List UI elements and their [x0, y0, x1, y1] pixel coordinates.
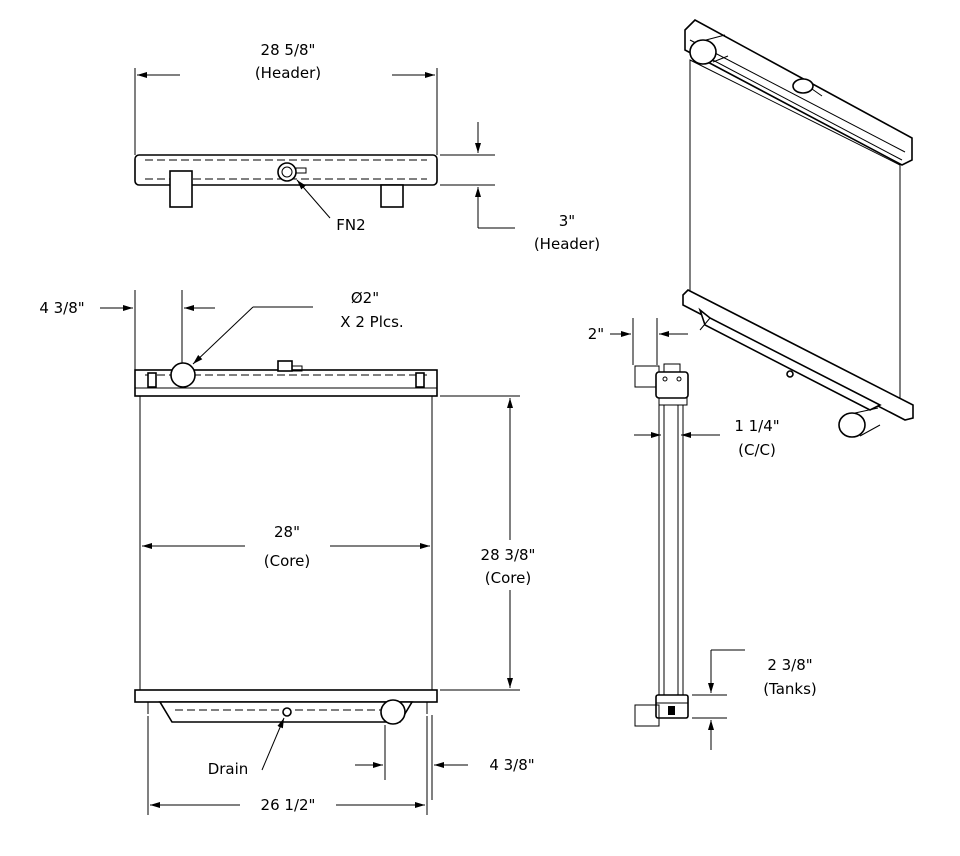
drain-label: Drain: [208, 760, 249, 778]
core-side: [658, 404, 684, 696]
outlet-stub: [634, 704, 660, 727]
core-depth-note: (C/C): [738, 441, 776, 459]
top-tank-side: [655, 371, 689, 399]
inlet-diameter-label: Ø2": [351, 289, 379, 307]
inlet-pipe: [169, 170, 193, 208]
iso-bottom-channel: [698, 307, 882, 411]
iso-fill-neck: [792, 78, 814, 94]
outlet-circle: [380, 699, 406, 725]
inlet-depth-label: 2": [588, 325, 604, 343]
iso-inlet: [689, 39, 717, 65]
header-height-note: (Header): [534, 235, 600, 253]
outlet-offset-label: 4 3/8": [489, 756, 534, 774]
fill-neck-label: FN2: [336, 216, 365, 234]
front-view: 4 3/8" Ø2" X 2 Plcs. 28 3/8" (Core) 28" …: [39, 289, 535, 815]
isometric-view: [682, 19, 914, 438]
core-depth-label: 1 1/4": [734, 417, 779, 435]
core-height-note: (Core): [485, 569, 531, 587]
core-width-note: (Core): [264, 552, 310, 570]
iso-drain: [786, 370, 794, 378]
tank-height-note: (Tanks): [763, 680, 817, 698]
inlet-offset-label: 4 3/8": [39, 299, 84, 317]
core: [139, 395, 433, 691]
fill-neck: [277, 360, 293, 372]
tank-height-label: 2 3/8": [767, 656, 812, 674]
iso-bottom-tank: [682, 289, 914, 421]
core-width-label: 28": [274, 523, 300, 541]
drain-plug: [282, 707, 292, 717]
inlet-quantity-note: X 2 Plcs.: [340, 313, 403, 331]
mount-width-label: 26 1/2": [261, 796, 316, 814]
inlet-circle: [170, 362, 196, 388]
header-width-label: 28 5/8": [261, 41, 316, 59]
header-height-label: 3": [559, 212, 575, 230]
iso-outlet: [838, 412, 866, 438]
top-view: 28 5/8" (Header) FN2 3" (Header): [134, 41, 600, 253]
header-width-note: (Header): [255, 64, 321, 82]
fill-neck: [277, 162, 297, 182]
core-height-label: 28 3/8": [481, 546, 536, 564]
outlet-pipe: [380, 184, 404, 208]
side-view: 2" 1 1/4" (C/C) 2 3/8" (Tanks): [588, 318, 817, 750]
